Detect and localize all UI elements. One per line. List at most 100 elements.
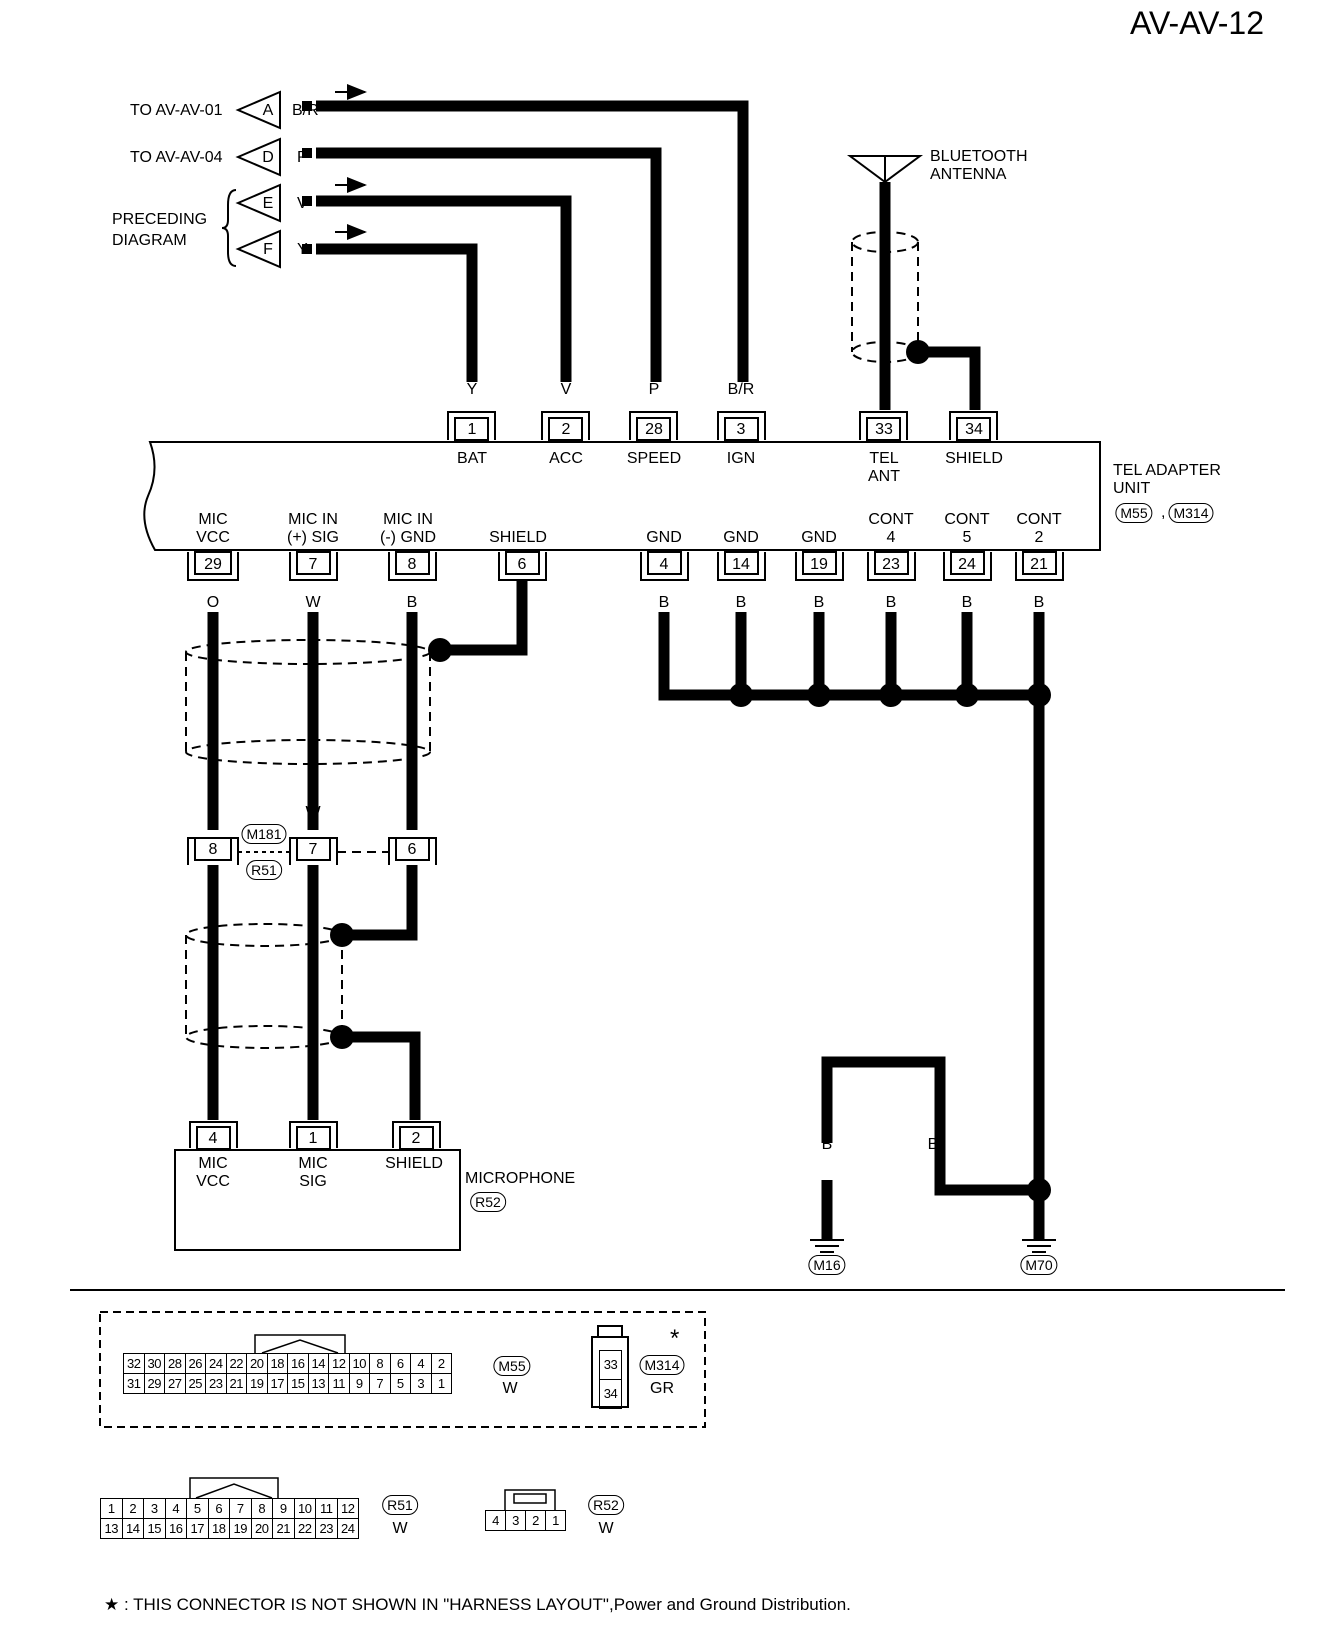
bot-pin-7: 7 (308, 556, 318, 573)
mid-pin-8: 8 (208, 841, 218, 858)
m55-cavity-14: 14 (308, 1354, 329, 1374)
r51-cavity-5: 5 (187, 1499, 209, 1519)
top-wire-2: V (560, 381, 572, 398)
top-label-tel: TEL (869, 450, 899, 467)
r51-cavity-21: 21 (273, 1519, 295, 1539)
top-pin-5: 33 (875, 421, 893, 438)
m55-cavity-19: 19 (247, 1374, 268, 1394)
bot-wire-4: B (658, 594, 670, 611)
ref-wire-a: B/R (292, 102, 319, 119)
mic-pin-2: 2 (411, 1130, 421, 1147)
r52-view-tag: R52 (588, 1495, 624, 1515)
r51-cavity-10: 10 (294, 1499, 316, 1519)
top-wire-1: Y (466, 381, 478, 398)
m55-cavity-12: 12 (329, 1354, 350, 1374)
r51-view-tag: R51 (382, 1495, 418, 1515)
top-pin-boxes (447, 411, 998, 441)
mid-connector-m181: M181 (241, 824, 287, 844)
r51-cavity-4: 4 (165, 1499, 187, 1519)
ref-letter-d: D (262, 149, 274, 166)
ground-wire-2: B (927, 1136, 939, 1153)
r51-cavity-11: 11 (316, 1499, 338, 1519)
mid-connector-r51: R51 (246, 860, 282, 880)
bot-wire-8: B (406, 594, 418, 611)
bot-label-23a: CONT (868, 511, 914, 528)
r51-color: W (392, 1520, 408, 1537)
r52-cavity-3: 3 (506, 1511, 526, 1531)
bot-pin-21: 21 (1030, 556, 1048, 573)
r51-cavity-6: 6 (208, 1499, 230, 1519)
m55-cavity-3: 3 (411, 1374, 432, 1394)
bot-wire-7: W (305, 594, 321, 611)
ref-letter-a: A (262, 102, 274, 119)
m55-cavity-17: 17 (267, 1374, 288, 1394)
r51-cavity-22: 22 (294, 1519, 316, 1539)
r52-cavity-1: 1 (546, 1511, 566, 1531)
ground-wire-3: B (1033, 1136, 1045, 1153)
top-label-ign: IGN (726, 450, 756, 467)
mic-label-4a: MIC (198, 1155, 228, 1172)
bot-label-23b: 4 (886, 529, 896, 546)
r52-cavity-4: 4 (486, 1511, 506, 1531)
reference-triangles (235, 90, 281, 269)
mid-wire-7: W (305, 804, 321, 821)
r51-cavity-8: 8 (251, 1499, 273, 1519)
m314-cavity-33: 33 (600, 1351, 622, 1380)
r52-cavity-2: 2 (526, 1511, 546, 1531)
mid-wire-6: B (406, 804, 418, 821)
r51-cavity-7: 7 (230, 1499, 252, 1519)
m55-cavity-6: 6 (390, 1354, 411, 1374)
unit-name-2: UNIT (1113, 480, 1151, 497)
ground-m16: M16 (808, 1255, 846, 1275)
bot-pin-29: 29 (204, 556, 222, 573)
bot-label-19: GND (801, 529, 837, 546)
m55-cavity-24: 24 (206, 1354, 227, 1374)
ref-text-d: TO AV-AV-04 (130, 149, 223, 166)
m55-cavity-29: 29 (144, 1374, 165, 1394)
bot-pin-6: 6 (517, 556, 527, 573)
bot-label-14: GND (723, 529, 759, 546)
m55-cavity-5: 5 (390, 1374, 411, 1394)
m55-cavity-9: 9 (349, 1374, 370, 1394)
m55-cavity-8: 8 (370, 1354, 391, 1374)
m55-cavity-27: 27 (165, 1374, 186, 1394)
footnote-text: : THIS CONNECTOR IS NOT SHOWN IN "HARNES… (123, 1595, 851, 1614)
m55-cavity-25: 25 (185, 1374, 206, 1394)
m55-cavity-10: 10 (349, 1354, 370, 1374)
r51-cavity-1: 1 (101, 1499, 123, 1519)
bot-pin-14: 14 (732, 556, 750, 573)
m55-cavity-11: 11 (329, 1374, 350, 1394)
bot-wire-29: O (206, 594, 220, 611)
bot-wire-14: B (735, 594, 747, 611)
bottom-pin-boxes (187, 551, 1064, 581)
bot-label-4: GND (646, 529, 682, 546)
r51-cavity-20: 20 (251, 1519, 273, 1539)
bot-label-24b: 5 (962, 529, 972, 546)
m55-cavity-16: 16 (288, 1354, 309, 1374)
top-label-bat: BAT (457, 450, 487, 467)
m314-cavity-34: 34 (600, 1380, 622, 1409)
bot-label-29b: VCC (196, 529, 230, 546)
m55-cavity-32: 32 (124, 1354, 145, 1374)
bot-label-6: SHIELD (489, 529, 547, 546)
ref-letter-f: F (263, 241, 273, 258)
top-label-ant: ANT (868, 468, 900, 485)
r51-cavity-12: 12 (337, 1499, 359, 1519)
m55-view-tag: M55 (493, 1356, 531, 1376)
m314-star: * (670, 1325, 680, 1352)
bot-label-21a: CONT (1016, 511, 1062, 528)
bottom-wires (207, 580, 1045, 1240)
r51-cavity-15: 15 (144, 1519, 166, 1539)
top-wire-3: P (648, 381, 660, 398)
m55-cavity-15: 15 (288, 1374, 309, 1394)
top-pin-2: 2 (561, 421, 571, 438)
preceding-label-2: DIAGRAM (112, 232, 187, 249)
bot-label-21b: 2 (1034, 529, 1044, 546)
m55-cavity-21: 21 (226, 1374, 247, 1394)
antenna-label-2: ANTENNA (930, 166, 1007, 183)
top-pin-1: 1 (467, 421, 477, 438)
top-wire-4: B/R (727, 381, 755, 398)
mic-label-1a: MIC (298, 1155, 328, 1172)
bot-label-24a: CONT (944, 511, 990, 528)
